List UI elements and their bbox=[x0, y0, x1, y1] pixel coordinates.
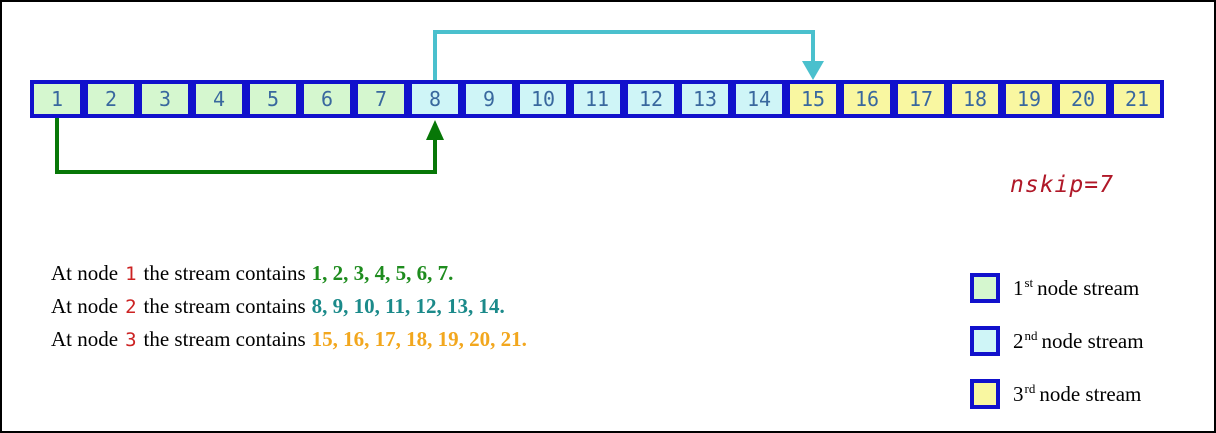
stream-cell: 9 bbox=[462, 80, 516, 118]
node-number: 2 bbox=[125, 296, 137, 318]
legend-text: node stream bbox=[1037, 276, 1140, 300]
green-skip-arrow-segment bbox=[55, 170, 437, 174]
stream-cell: 19 bbox=[1002, 80, 1056, 118]
nskip-annotation: nskip=7 bbox=[1010, 172, 1114, 198]
statement-middle: the stream contains bbox=[143, 327, 306, 351]
stream-cell: 15 bbox=[786, 80, 840, 118]
node-number: 3 bbox=[125, 329, 137, 351]
stream-cell: 14 bbox=[732, 80, 786, 118]
legend-ordinal-suffix: nd bbox=[1024, 328, 1038, 343]
statement-middle: the stream contains bbox=[143, 261, 306, 285]
statement-middle: the stream contains bbox=[143, 294, 306, 318]
stream3-swatch-icon bbox=[970, 379, 1000, 409]
stream-cell: 12 bbox=[624, 80, 678, 118]
stream-cell: 3 bbox=[138, 80, 192, 118]
green-skip-arrow-segment bbox=[55, 118, 59, 174]
statement-prefix: At node bbox=[51, 294, 119, 318]
cyan-skip-arrow-segment bbox=[433, 30, 437, 80]
cyan-arrowhead-icon bbox=[802, 61, 824, 80]
stream-cell: 11 bbox=[570, 80, 624, 118]
stream1-swatch-icon bbox=[970, 273, 1000, 303]
stream-cell: 18 bbox=[948, 80, 1002, 118]
legend-ordinal: 2 bbox=[1013, 329, 1024, 353]
legend-ordinal-suffix: rd bbox=[1024, 381, 1036, 396]
legend-ordinal: 1 bbox=[1013, 276, 1024, 300]
stream-cell: 8 bbox=[408, 80, 462, 118]
legend-ordinal-suffix: st bbox=[1024, 275, 1034, 290]
stream3-numbers: 15, 16, 17, 18, 19, 20, 21. bbox=[311, 327, 527, 351]
cyan-skip-arrow-segment bbox=[433, 30, 815, 34]
stream-cell: 4 bbox=[192, 80, 246, 118]
stream-cell: 13 bbox=[678, 80, 732, 118]
stream1-numbers: 1, 2, 3, 4, 5, 6, 7. bbox=[311, 261, 454, 285]
green-arrowhead-icon bbox=[426, 120, 444, 140]
legend-text: node stream bbox=[1039, 382, 1142, 406]
stream-cell-row: 1 2 3 4 5 6 7 8 9 10 11 12 13 14 15 16 1… bbox=[30, 80, 1164, 118]
legend-ordinal: 3 bbox=[1013, 382, 1024, 406]
green-skip-arrow-segment bbox=[433, 138, 437, 174]
stream2-numbers: 8, 9, 10, 11, 12, 13, 14. bbox=[311, 294, 505, 318]
stream-cell: 21 bbox=[1110, 80, 1164, 118]
cyan-skip-arrow-segment bbox=[811, 30, 815, 64]
stream-cell: 6 bbox=[300, 80, 354, 118]
stream-cell: 10 bbox=[516, 80, 570, 118]
legend-text: node stream bbox=[1041, 329, 1144, 353]
node-number: 1 bbox=[125, 263, 137, 285]
stream-cell: 20 bbox=[1056, 80, 1110, 118]
stream2-swatch-icon bbox=[970, 326, 1000, 356]
stream-cell: 2 bbox=[84, 80, 138, 118]
stream-cell: 16 bbox=[840, 80, 894, 118]
statement-prefix: At node bbox=[51, 261, 119, 285]
stream-cell: 17 bbox=[894, 80, 948, 118]
statement-prefix: At node bbox=[51, 327, 119, 351]
stream-cell: 5 bbox=[246, 80, 300, 118]
stream-cell: 7 bbox=[354, 80, 408, 118]
stream-cell: 1 bbox=[30, 80, 84, 118]
